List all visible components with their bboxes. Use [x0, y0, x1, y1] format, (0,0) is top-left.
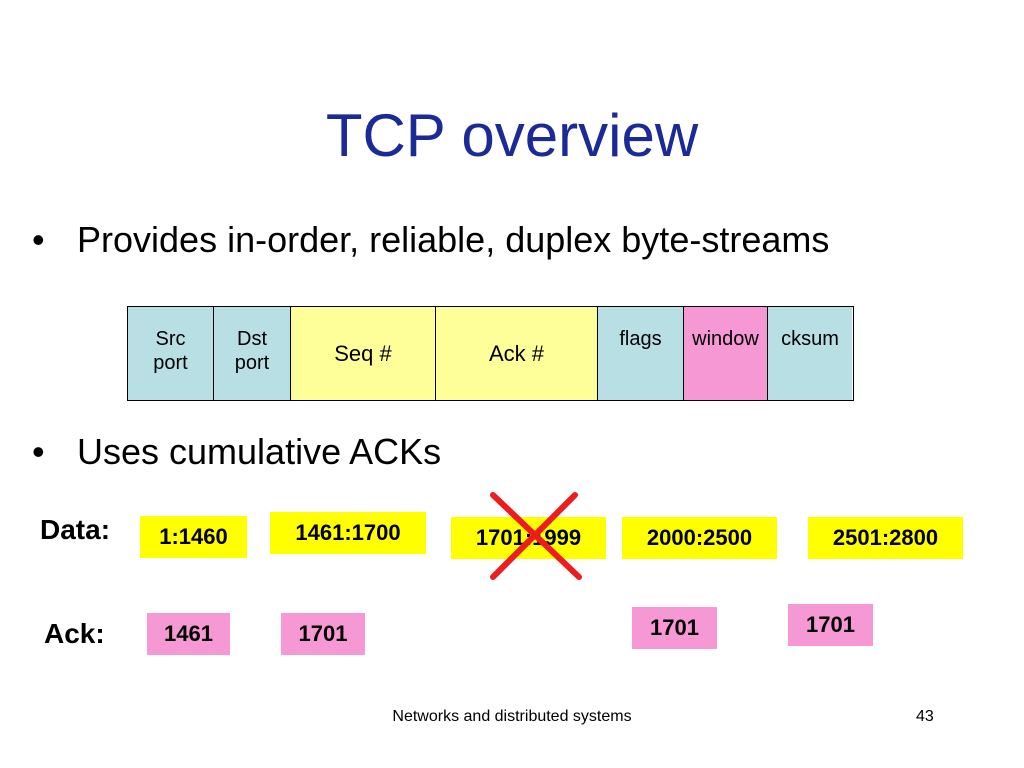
header-field-window: window — [684, 307, 768, 400]
bullet-text: Uses cumulative ACKs — [77, 431, 442, 472]
cross-stroke-2 — [490, 492, 578, 580]
data-segment-4: 2000:2500 — [622, 517, 777, 559]
slide-number: 43 — [916, 708, 934, 725]
ack-box-1: 1461 — [147, 613, 230, 655]
bullet-symbol: • — [32, 219, 45, 260]
lost-segment-cross-icon — [490, 492, 582, 580]
tcp-header-diagram: Src port Dst port Seq # Ack # flags wind… — [127, 306, 854, 401]
ack-row-label: Ack: — [44, 618, 105, 649]
header-field-flags: flags — [598, 307, 684, 400]
ack-box-4: 1701 — [788, 604, 873, 646]
header-field-seq: Seq # — [291, 307, 436, 400]
ack-box-3: 1701 — [632, 607, 717, 649]
header-field-dst-port: Dst port — [214, 307, 291, 400]
slide-title: TCP overview — [325, 102, 699, 169]
ack-box-2: 1701 — [281, 613, 365, 655]
bullet-point-cumulative-acks: • Uses cumulative ACKs — [32, 431, 441, 473]
slide-footer: Networks and distributed systems — [392, 708, 632, 725]
header-field-ack: Ack # — [436, 307, 598, 400]
data-row-label: Data: — [40, 514, 111, 545]
data-segment-5: 2501:2800 — [808, 517, 963, 559]
data-segment-1: 1:1460 — [140, 516, 247, 558]
bullet-point-byte-streams: • Provides in-order, reliable, duplex byt… — [32, 219, 829, 261]
bullet-text: Provides in-order, reliable, duplex byte… — [77, 219, 830, 260]
bullet-symbol: • — [32, 431, 45, 472]
header-field-cksum: cksum — [768, 307, 852, 400]
header-field-src-port: Src port — [128, 307, 214, 400]
data-segment-2: 1461:1700 — [270, 512, 426, 554]
